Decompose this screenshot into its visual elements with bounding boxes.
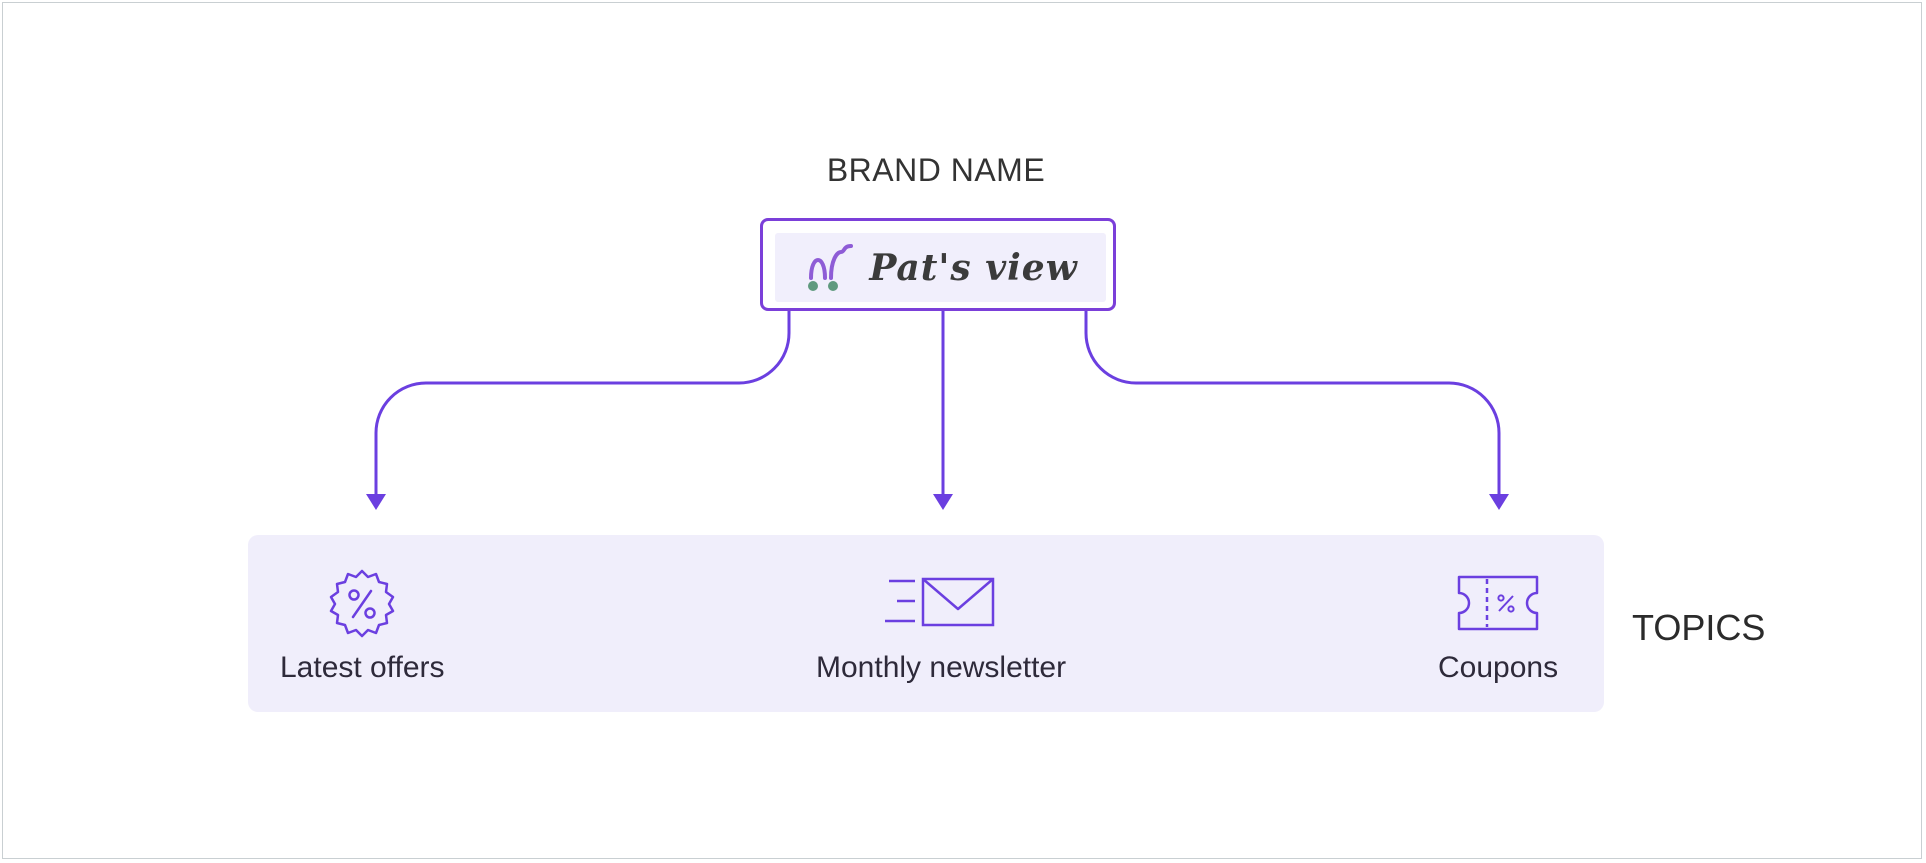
topic-label: Monthly newsletter xyxy=(816,651,1067,684)
logo-wordmark: Pat's view xyxy=(869,246,1078,289)
brand-heading: BRAND NAME xyxy=(826,152,1046,188)
topics-heading: TOPICS xyxy=(1632,607,1766,648)
topic-monthly-newsletter: Monthly newsletter xyxy=(816,565,1066,685)
topic-label: Latest offers xyxy=(280,651,445,684)
topic-latest-offers: Latest offers xyxy=(280,565,445,685)
discount-badge-icon xyxy=(326,565,398,641)
brand-logo-box: Pat's view xyxy=(760,218,1116,311)
topic-label: Coupons xyxy=(1438,651,1559,684)
topics-panel: Latest offers Monthly newsletter Coupons xyxy=(248,535,1604,712)
brand-logo: Pat's view xyxy=(775,233,1106,302)
coupon-ticket-icon xyxy=(1457,565,1539,641)
arrow-right xyxy=(1489,494,1509,510)
logo-mark-icon xyxy=(808,243,854,291)
envelope-icon xyxy=(885,565,997,641)
topic-coupons: Coupons xyxy=(1438,565,1558,685)
arrow-left xyxy=(366,494,386,510)
arrow-center xyxy=(933,494,953,510)
connector-left xyxy=(374,311,791,497)
connector-right xyxy=(1084,311,1501,497)
